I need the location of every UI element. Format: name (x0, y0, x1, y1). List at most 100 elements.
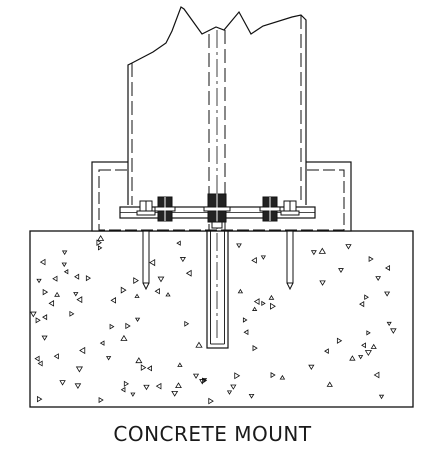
aggregate-speck (375, 276, 382, 281)
aggregate-speck (61, 262, 67, 268)
aggregate-speck (143, 384, 150, 391)
aggregate-speck (125, 322, 131, 330)
aggregate-speck (96, 239, 102, 246)
aggregate-speck (236, 243, 242, 249)
aggregate-speck (98, 396, 104, 404)
aggregate-speck (36, 395, 43, 403)
aggregate-speck (120, 334, 128, 341)
aggregate-speck (386, 321, 392, 327)
aggregate-speck (319, 280, 326, 286)
aggregate-speck (74, 383, 82, 389)
aggregate-speck (134, 293, 140, 298)
aggregate-speck (75, 366, 83, 373)
aggregate-speck (120, 286, 127, 294)
aggregate-speck (192, 373, 200, 379)
aggregate-speck (279, 374, 286, 380)
right-outer-nut (280, 200, 300, 216)
aggregate-speck (252, 306, 258, 311)
aggregate-speck (37, 360, 43, 367)
aggregate-speck (157, 276, 165, 283)
aggregate-speck (175, 382, 182, 388)
aggregate-speck (34, 355, 40, 362)
aggregate-speck (98, 245, 103, 251)
aggregate-speck (208, 397, 214, 405)
aggregate-speck (149, 258, 156, 267)
aggregate-speck (226, 390, 233, 395)
aggregate-speck (48, 300, 55, 307)
aggregate-speck (39, 258, 46, 266)
aggregate-speck (237, 288, 244, 294)
aggregate-speck (338, 268, 344, 274)
aggregate-speck (134, 317, 141, 323)
left-inner-nut (154, 196, 176, 222)
concrete-aggregate (29, 235, 397, 405)
aggregate-speck (79, 346, 86, 355)
aggregate-speck (184, 320, 190, 327)
aggregate-speck (384, 264, 391, 271)
aggregate-speck (36, 278, 42, 284)
aggregate-speck (234, 372, 241, 380)
aggregate-speck (53, 353, 59, 360)
aggregate-speck (324, 348, 329, 354)
aggregate-speck (242, 317, 248, 323)
aggregate-speck (120, 386, 126, 393)
aggregate-speck (370, 343, 377, 349)
aggregate-speck (310, 250, 317, 256)
aggregate-speck (135, 357, 143, 364)
aggregate-speck (74, 273, 80, 280)
aggregate-speck (252, 345, 258, 352)
aggregate-speck (270, 372, 276, 379)
aggregate-speck (384, 291, 391, 297)
aggregate-speck (268, 294, 275, 300)
aggregate-speck (230, 384, 237, 390)
aggregate-speck (359, 301, 365, 308)
aggregate-speck (154, 288, 160, 295)
aggregate-speck (248, 393, 255, 399)
aggregate-speck (52, 275, 58, 282)
aggregate-speck (140, 364, 147, 371)
aggregate-speck (373, 371, 380, 379)
aggregate-speck (176, 240, 181, 246)
aggregate-speck (326, 381, 333, 387)
aggregate-speck (130, 392, 136, 397)
aggregate-speck (146, 365, 152, 372)
aggregate-speck (41, 335, 48, 341)
aggregate-speck (201, 378, 208, 383)
aggregate-speck (349, 355, 356, 361)
aggregate-speck (378, 394, 385, 400)
aggregate-speck (195, 341, 203, 348)
aggregate-speck (73, 292, 79, 297)
aggregate-speck (123, 380, 130, 387)
left-outer-nut (136, 200, 156, 216)
aggregate-speck (165, 292, 171, 297)
aggregate-speck (177, 362, 183, 367)
aggregate-speck (155, 382, 162, 390)
aggregate-speck (261, 300, 266, 306)
aggregate-speck (42, 314, 48, 321)
aggregate-speck (105, 356, 112, 361)
aggregate-speck (97, 235, 105, 241)
aggregate-speck (85, 275, 92, 282)
aggregate-speck (54, 291, 61, 297)
aggregate-speck (110, 297, 117, 304)
aggregate-speck (99, 340, 105, 346)
aggregate-speck (308, 364, 315, 370)
aggregate-speck (253, 298, 260, 305)
aggregate-speck (243, 329, 249, 336)
aggregate-speck (171, 390, 179, 397)
aggregate-speck (366, 330, 371, 336)
aggregate-speck (109, 323, 115, 330)
aggregate-speck (336, 337, 343, 344)
aggregate-speck (368, 256, 374, 263)
aggregate-speck (185, 269, 192, 277)
aggregate-speck (361, 342, 366, 349)
aggregate-speck (345, 244, 352, 250)
right-inner-nut (259, 196, 281, 222)
aggregate-speck (179, 257, 186, 263)
diagram-caption: CONCRETE MOUNT (113, 422, 312, 446)
aggregate-speck (260, 255, 266, 260)
aggregate-speck (61, 250, 68, 256)
aggregate-speck (390, 328, 397, 334)
center-nut (203, 193, 231, 229)
